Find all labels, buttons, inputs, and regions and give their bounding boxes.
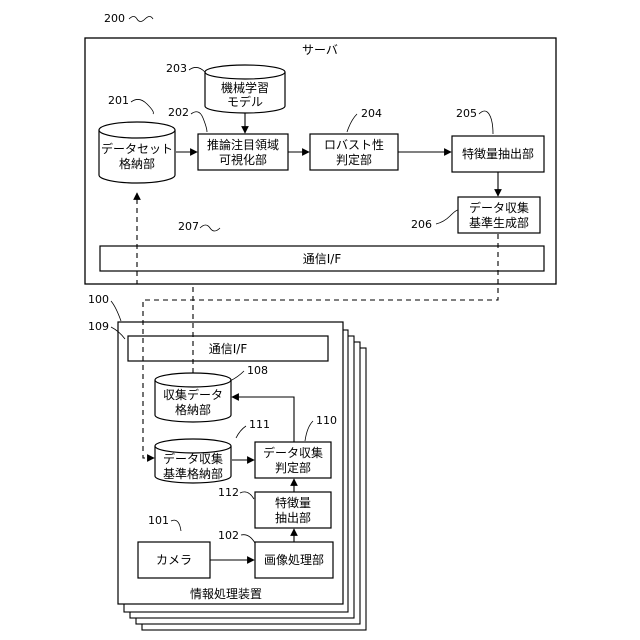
- device-title: 情報処理装置: [190, 587, 262, 601]
- ref-108: 108: [247, 364, 268, 377]
- learning-model-label-1: 機械学習: [221, 80, 269, 95]
- image-processing-box: 画像処理部: [255, 542, 333, 578]
- ref-202: 202: [168, 106, 189, 119]
- image-proc-label: 画像処理部: [264, 552, 324, 567]
- ref-203: 203: [166, 62, 187, 75]
- server-title: サーバ: [302, 43, 338, 57]
- ref-201: 201: [108, 94, 129, 107]
- device-comm-if-box: 通信I/F: [128, 336, 328, 361]
- dataset-storage-cylinder: データセット 格納部: [99, 122, 175, 183]
- server-feature-extract-label: 特徴量抽出部: [462, 146, 534, 161]
- device-feature-label-2: 抽出部: [275, 510, 311, 525]
- device-ref: 100: [88, 293, 121, 321]
- criteria-gen-label-2: 基準生成部: [469, 215, 529, 230]
- server-comm-if-label: 通信I/F: [303, 252, 342, 266]
- criteria-storage-label-2: 基準格納部: [163, 466, 223, 481]
- dataset-storage-label-2: 格納部: [119, 156, 155, 171]
- ref-100: 100: [88, 293, 109, 306]
- collected-storage-label-2: 格納部: [175, 402, 211, 417]
- device-comm-if-label: 通信I/F: [209, 342, 248, 356]
- inference-viz-label-2: 可視化部: [219, 152, 267, 167]
- ref-206: 206: [411, 218, 432, 231]
- inference-viz-label-1: 推論注目領域: [207, 137, 279, 152]
- robustness-box: ロバスト性 判定部: [310, 134, 398, 170]
- dataset-storage-label-1: データセット: [101, 141, 173, 156]
- learning-model-label-2: モデル: [227, 94, 263, 109]
- camera-label: カメラ: [156, 553, 192, 567]
- judge-label-1: データ収集: [263, 445, 323, 460]
- ref-204: 204: [361, 107, 382, 120]
- ref-111: 111: [249, 418, 270, 431]
- device-feature-extract-box: 特徴量 抽出部: [255, 492, 331, 528]
- ref-110: 110: [316, 414, 337, 427]
- criteria-storage-cylinder: データ収集 基準格納部: [155, 439, 231, 483]
- server-ref: 200: [104, 12, 153, 25]
- ref-207: 207: [178, 220, 199, 233]
- ref-109: 109: [88, 320, 109, 333]
- robustness-label-1: ロバスト性: [324, 138, 384, 152]
- judge-label-2: 判定部: [275, 460, 311, 475]
- criteria-generation-box: データ収集 基準生成部: [458, 197, 540, 233]
- device-feature-label-1: 特徴量: [275, 495, 311, 510]
- inference-visualization-box: 推論注目領域 可視化部: [198, 134, 288, 170]
- collected-storage-label-1: 収集データ: [163, 387, 223, 402]
- ref-101: 101: [148, 514, 169, 527]
- ref-205: 205: [456, 107, 477, 120]
- criteria-storage-label-1: データ収集: [163, 451, 223, 466]
- criteria-gen-label-1: データ収集: [469, 200, 529, 215]
- collected-data-storage-cylinder: 収集データ 格納部: [155, 373, 231, 422]
- robustness-label-2: 判定部: [336, 152, 372, 167]
- ref-102: 102: [218, 529, 239, 542]
- camera-box: カメラ: [138, 542, 210, 578]
- server-feature-extract-box: 特徴量抽出部: [452, 136, 544, 172]
- learning-model-cylinder: 機械学習 モデル: [205, 65, 285, 113]
- collection-judge-box: データ収集 判定部: [255, 442, 331, 478]
- ref-200: 200: [104, 12, 125, 25]
- ref-112: 112: [218, 486, 239, 499]
- server-comm-if-box: 通信I/F: [100, 246, 544, 271]
